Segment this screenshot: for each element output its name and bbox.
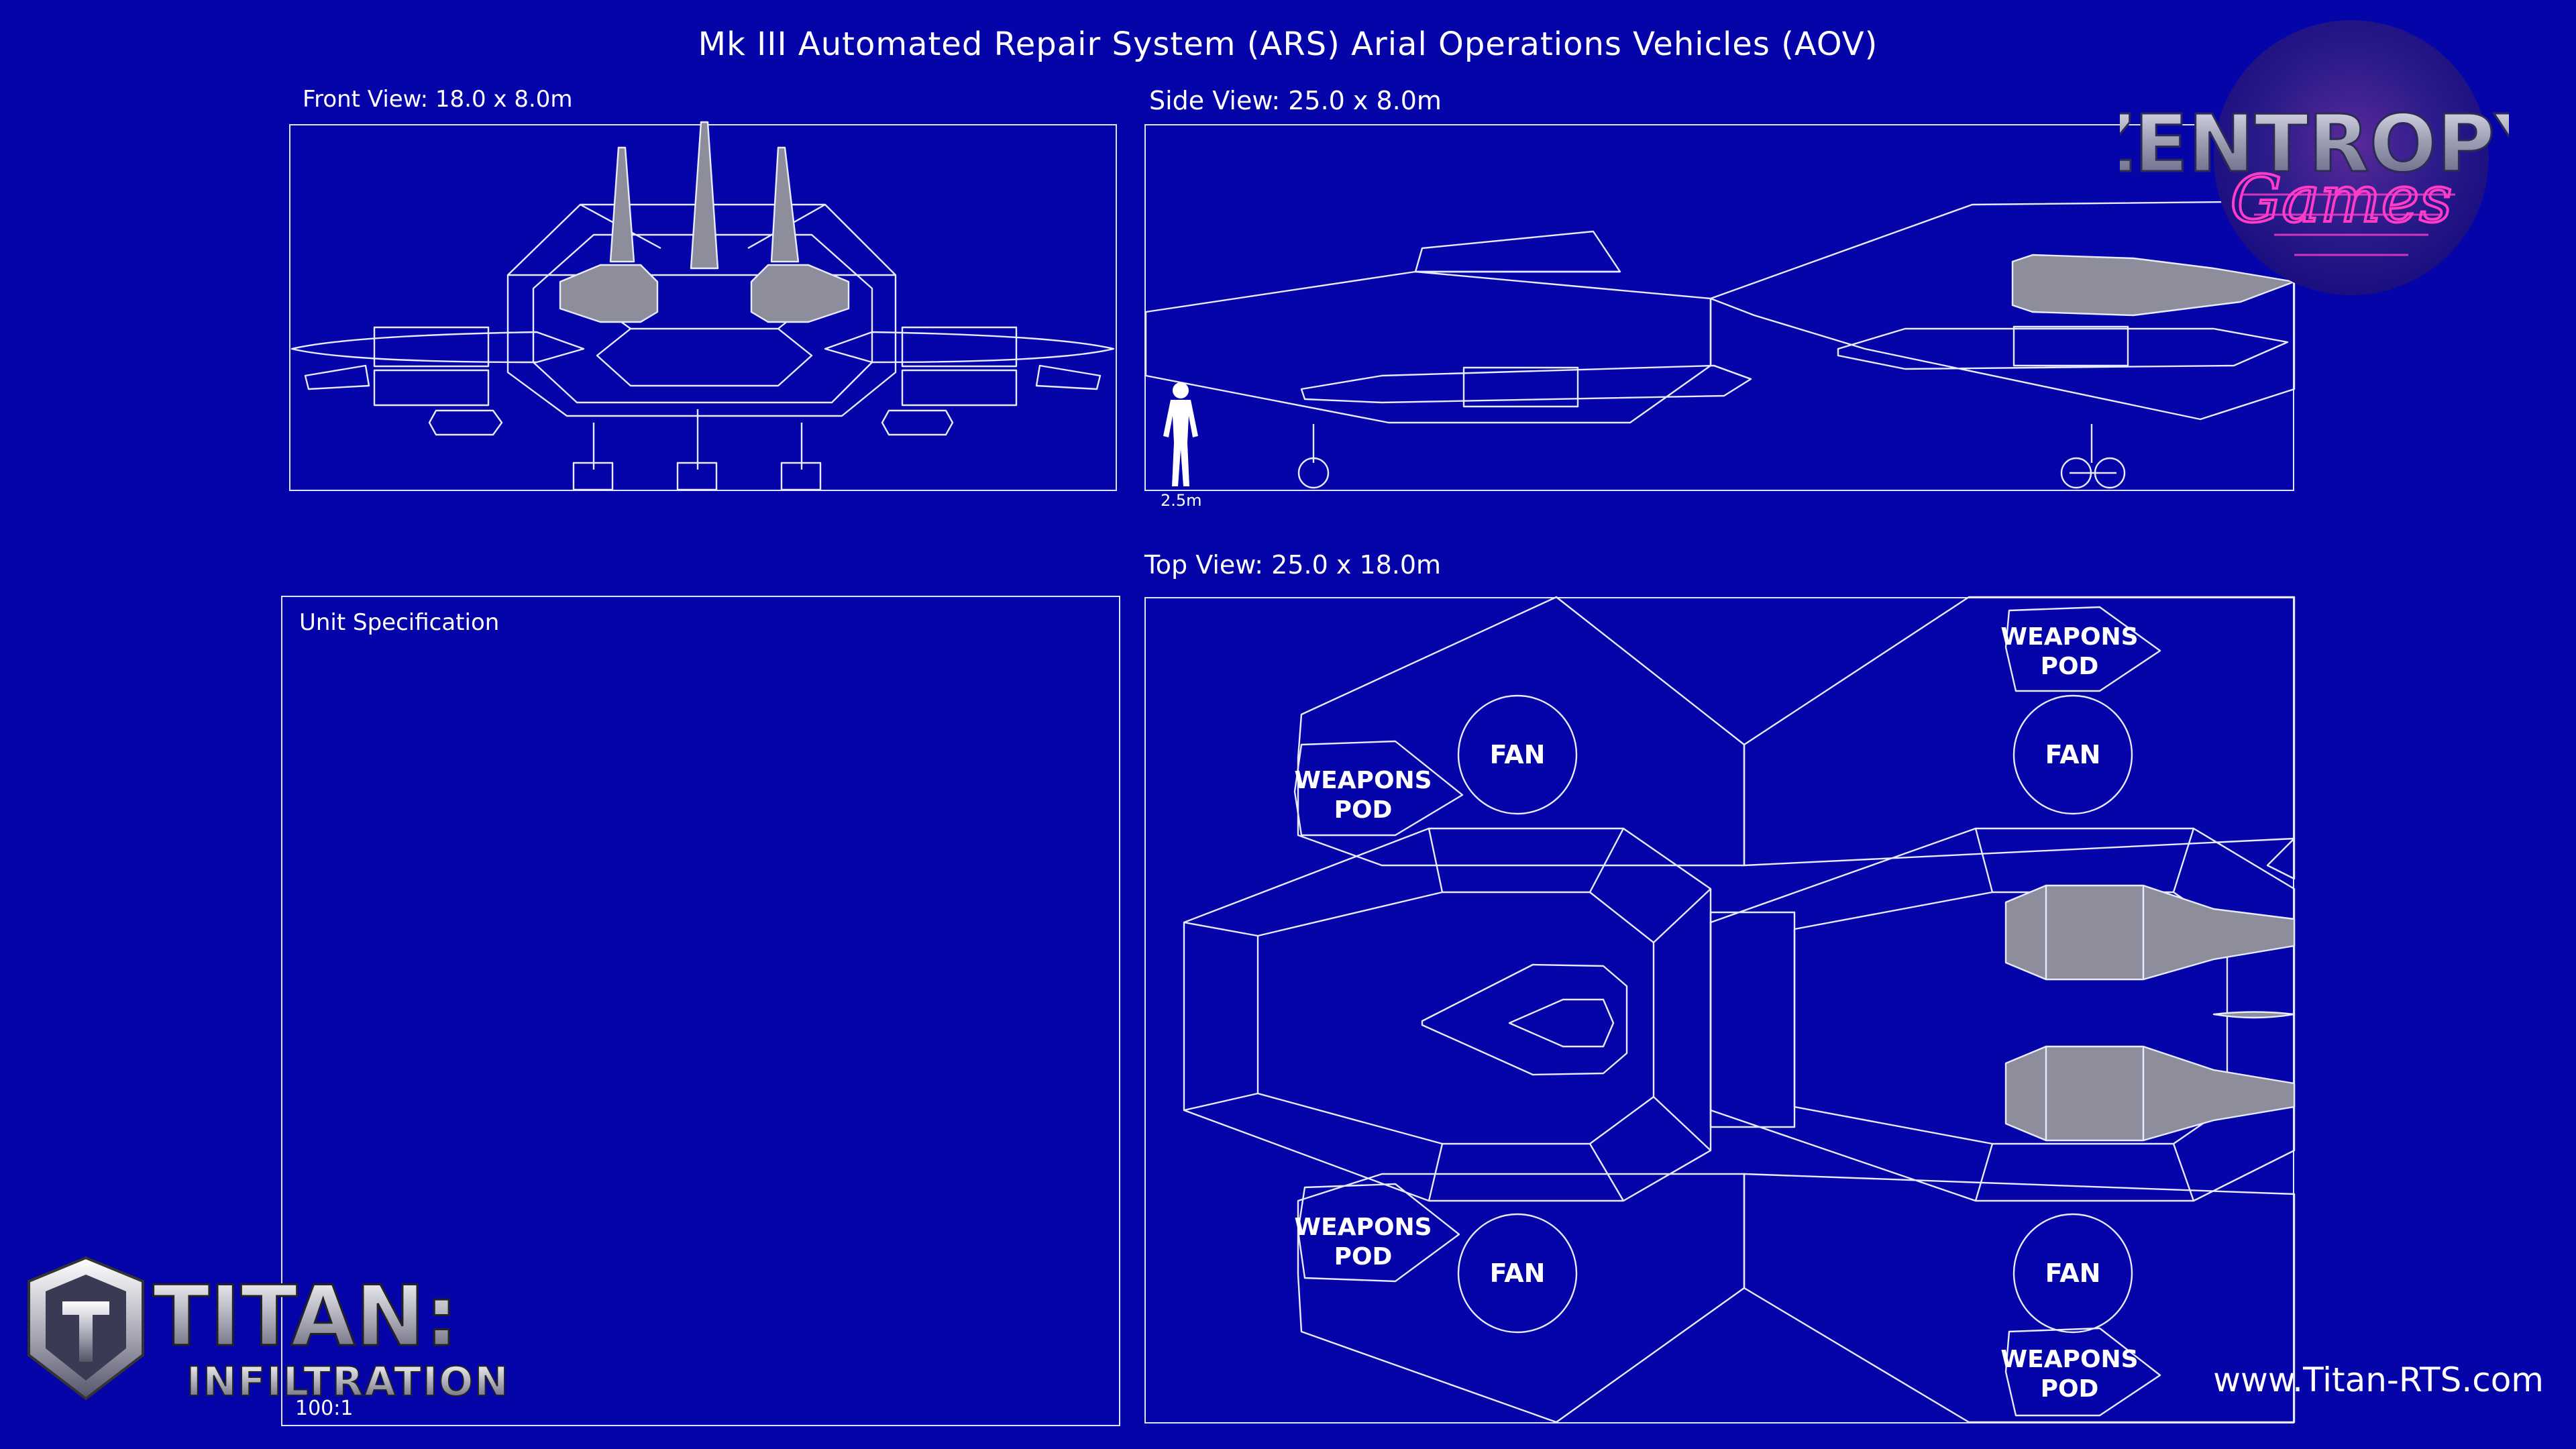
fan-label: FAN [1489, 740, 1546, 769]
weapons-pod-line-2: POD [2040, 653, 2099, 680]
front-view-drawing [290, 121, 1115, 491]
zentropy-logo-text: ZENTROPY [2120, 97, 2509, 190]
side-view-drawing [1144, 200, 2296, 489]
top-view-label: Top View: 25.0 x 18.0m [1144, 550, 1442, 580]
weapons-pod-line-2: POD [1334, 1243, 1393, 1271]
fan-label: FAN [1489, 1258, 1546, 1288]
weapons-pod-line-1: WEAPONS [1294, 767, 1432, 794]
unit-spec-panel [281, 596, 1120, 1426]
weapons-pod-line-1: WEAPONS [2000, 1346, 2139, 1373]
unit-spec-label: Unit Specification [299, 609, 500, 636]
titan-infiltration-logo: TITAN: INFILTRATION [28, 1256, 510, 1406]
weapons-pod-label: WEAPONS POD [1283, 766, 1444, 825]
fan-bottom-left [1457, 1213, 1578, 1334]
website-url[interactable]: www.Titan-RTS.com [2213, 1360, 2544, 1399]
fan-top-left [1457, 694, 1578, 815]
top-view-drawing [1183, 596, 2296, 1424]
scale-ratio-label: 100:1 [295, 1397, 354, 1420]
weapons-pod-line-2: POD [1334, 796, 1393, 824]
infiltration-logo-text: INFILTRATION [186, 1358, 510, 1405]
weapons-pod-line-1: WEAPONS [2000, 623, 2139, 651]
side-view-label: Side View: 25.0 x 8.0m [1149, 86, 1442, 115]
weapons-pod-line-1: WEAPONS [1294, 1214, 1432, 1241]
front-view-label: Front View: 18.0 x 8.0m [303, 86, 573, 113]
page-title: Mk III Automated Repair System (ARS) Ari… [698, 25, 1878, 63]
fan-top-right [2012, 694, 2133, 815]
fan-label: FAN [2045, 1258, 2101, 1288]
weapons-pod-label: WEAPONS POD [1283, 1213, 1444, 1272]
games-script-text: Games [2230, 162, 2452, 237]
fan-label: FAN [2045, 740, 2101, 769]
fan-bottom-right [2012, 1213, 2133, 1334]
weapons-pod-label: WEAPONS POD [1989, 1345, 2150, 1404]
titan-logo-text: TITAN: [153, 1269, 458, 1365]
zentropy-games-logo: ZENTROPY Games [2120, 20, 2509, 295]
weapons-pod-line-2: POD [2040, 1375, 2099, 1403]
human-scale-figure [1163, 382, 1198, 486]
weapons-pod-label: WEAPONS POD [1989, 623, 2150, 682]
human-scale-label: 2.5m [1161, 491, 1202, 510]
